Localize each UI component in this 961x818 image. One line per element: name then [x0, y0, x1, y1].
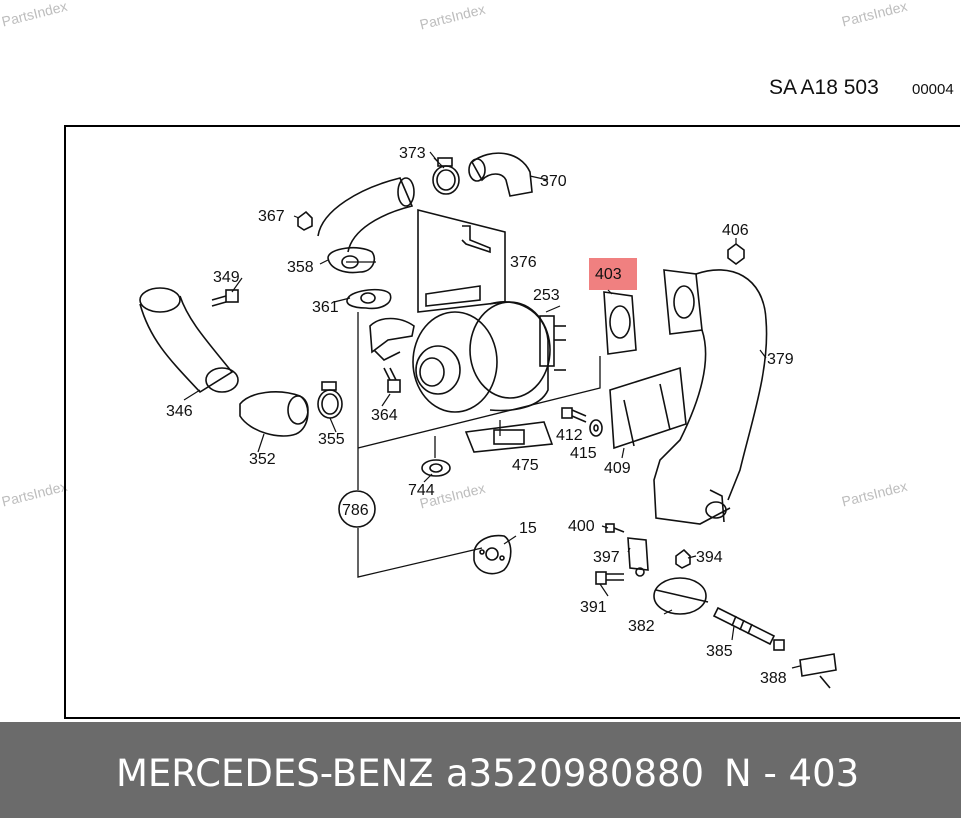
callout-397: 397	[593, 549, 620, 566]
gasket-361	[346, 288, 392, 310]
bolt-412	[561, 407, 587, 423]
gasket-358	[327, 246, 376, 274]
callout-15: 15	[519, 520, 537, 537]
hose-clamp-373	[432, 157, 460, 195]
callout-253: 253	[533, 287, 560, 304]
lever-388	[799, 653, 837, 689]
nut-406	[727, 243, 745, 265]
gasket-744	[421, 459, 451, 477]
group-marker-circle	[338, 490, 376, 528]
turbocharger-253	[369, 300, 566, 413]
callout-349: 349	[213, 269, 240, 286]
callout-355: 355	[318, 431, 345, 448]
gasket-475	[464, 421, 554, 453]
footer-position: N - 403	[724, 752, 860, 795]
intake-pipe-346	[139, 287, 239, 394]
highlight-box	[589, 258, 637, 290]
callout-364: 364	[371, 407, 398, 424]
callout-786: 786	[342, 502, 369, 519]
callout-373: 373	[399, 145, 426, 162]
bolt-349	[211, 289, 239, 307]
nut-367	[297, 210, 313, 231]
callout-370: 370	[540, 173, 567, 190]
callout-412: 412	[556, 427, 583, 444]
callout-361: 361	[312, 299, 339, 316]
nut-394	[675, 548, 691, 569]
heat-shield-409	[609, 366, 687, 450]
diagram-code: SA A18 503	[769, 76, 879, 99]
callout-409: 409	[604, 460, 631, 477]
bracket-397	[627, 537, 649, 577]
footer-brand: MERCEDES-BENZ	[116, 752, 434, 795]
bolt-391	[595, 571, 624, 585]
callout-415: 415	[570, 445, 597, 462]
callout-394: 394	[696, 549, 723, 566]
group-bracket	[357, 312, 601, 578]
callout-400: 400	[568, 518, 595, 535]
callout-385: 385	[706, 643, 733, 660]
callout-475: 475	[512, 457, 539, 474]
callout-744: 744	[408, 482, 435, 499]
callout-346: 346	[166, 403, 193, 420]
leader-lines	[183, 151, 801, 669]
heat-shield-376	[417, 208, 506, 313]
callout-391: 391	[580, 599, 607, 616]
gasket-403	[603, 291, 637, 355]
callout-376: 376	[510, 254, 537, 271]
footer-bar	[0, 722, 961, 818]
footer-part-number: a3520980880	[446, 752, 705, 795]
callout-382: 382	[628, 618, 655, 635]
elbow-hose-370	[468, 152, 533, 197]
bolt-400	[605, 523, 625, 533]
callout-352: 352	[249, 451, 276, 468]
washer-415	[589, 419, 603, 437]
flange-gasket-15	[473, 534, 512, 575]
hose-clamp-355	[317, 381, 343, 419]
callout-379: 379	[767, 351, 794, 368]
hose-352	[239, 391, 309, 437]
callout-406: 406	[722, 222, 749, 239]
callout-358: 358	[287, 259, 314, 276]
diagram-frame	[64, 125, 960, 719]
footer-dash: -	[420, 752, 434, 795]
bolt-364	[383, 367, 401, 393]
callout-403: 403	[595, 266, 622, 283]
charge-pipe	[317, 177, 415, 253]
flap-382	[653, 577, 709, 615]
diagram-subcode: 00004	[912, 81, 954, 98]
callout-367: 367	[258, 208, 285, 225]
shaft-385	[712, 606, 785, 651]
callout-388: 388	[760, 670, 787, 687]
exhaust-manifold-379	[653, 269, 768, 525]
